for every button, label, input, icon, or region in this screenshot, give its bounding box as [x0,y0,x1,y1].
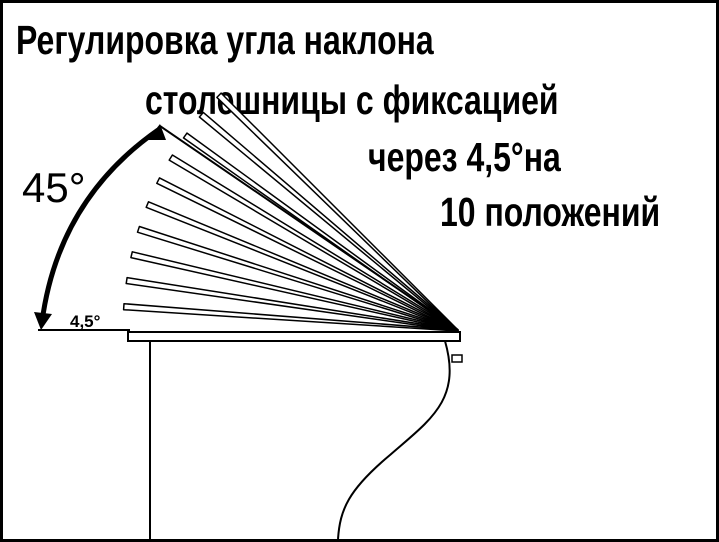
tilt-position-10 [216,92,459,332]
max-angle-line [159,125,459,331]
tilt-position-7 [168,154,459,332]
angle-arc-arrow [39,127,160,323]
tilt-positions [122,92,459,332]
title-line-3: через 4,5°на [368,134,561,180]
latch [451,354,463,363]
desk-curved-side [337,340,451,540]
title-line-1: Регулировка угла наклона [16,17,434,63]
tabletop [127,331,461,342]
title-line-4: 10 положений [440,189,661,235]
arc-arrowhead-top [147,124,166,140]
arc-arrowhead-bottom [34,312,52,330]
title-line-2: столешницы с фиксацией [145,77,559,123]
tilt-position-4 [136,225,459,332]
step-angle-label: 4,5° [70,312,101,331]
total-angle-label: 45° [22,164,86,211]
